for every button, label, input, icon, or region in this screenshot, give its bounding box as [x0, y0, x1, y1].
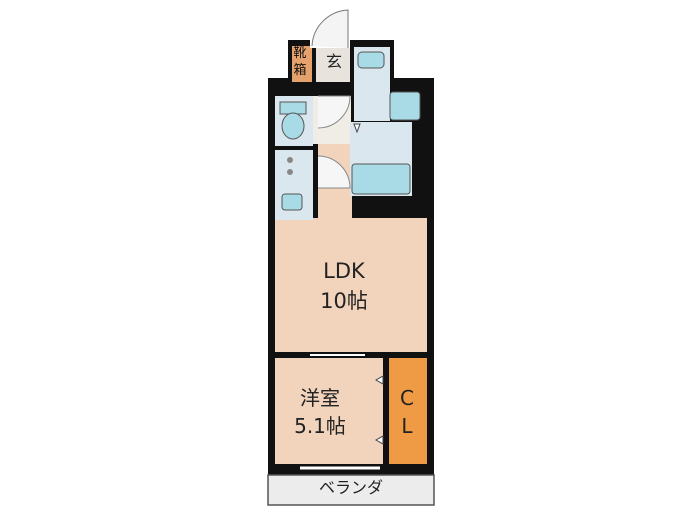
bathtub	[351, 163, 411, 195]
stove-burner-icon	[287, 169, 293, 175]
closet-wall	[383, 358, 389, 464]
kitchen-sink	[281, 193, 303, 211]
washbasin	[357, 51, 385, 69]
shoe-box-label-1: 靴	[293, 46, 307, 61]
closet-door-marker	[374, 375, 384, 385]
closet-label: C L	[392, 384, 422, 440]
ldk-name: LDK	[323, 259, 365, 283]
closet-door-marker	[374, 435, 384, 445]
western-room-size: 5.1帖	[294, 414, 346, 438]
washing-machine	[389, 91, 421, 121]
corridor-door-swing	[317, 95, 351, 129]
balcony-label: ベランダ	[318, 478, 383, 497]
toilet-bowl	[281, 112, 305, 140]
shoe-box	[292, 46, 312, 82]
entrance-label: 玄	[325, 52, 342, 71]
toilet-tank	[279, 101, 307, 115]
shoe-box-label: 靴 箱	[291, 45, 309, 79]
closet-label-l: L	[401, 414, 413, 438]
ldk-floor	[275, 218, 427, 352]
hall-door-swing	[317, 155, 351, 189]
bath-door-marker	[353, 123, 361, 134]
stove-burner-icon	[287, 157, 293, 163]
entrance-floor	[316, 46, 350, 82]
balcony-area	[267, 474, 435, 506]
western-room-floor	[275, 358, 383, 464]
western-room-name: 洋室	[300, 386, 340, 410]
closet-label-c: C	[400, 386, 414, 410]
ldk-size: 10帖	[320, 289, 368, 313]
closet-floor	[389, 358, 427, 464]
western-room-label: 洋室 5.1帖	[272, 384, 368, 440]
ldk-label: LDK 10帖	[284, 256, 404, 316]
bath-side-wall	[412, 122, 427, 198]
entrance-door-swing	[311, 9, 349, 48]
shoe-box-label-2: 箱	[293, 63, 307, 78]
